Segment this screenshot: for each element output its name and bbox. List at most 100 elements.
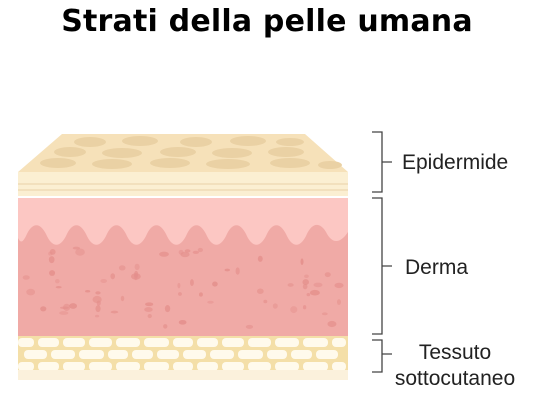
dermis-spot <box>130 273 141 280</box>
fat-cell <box>89 362 112 371</box>
dermis-spot <box>110 273 116 280</box>
label-hypodermis-line1: Tessuto <box>418 341 492 364</box>
fat-cell <box>157 350 179 359</box>
epidermis-cell <box>54 147 86 157</box>
dermis-spot <box>207 300 214 304</box>
epidermis-cell <box>212 148 252 158</box>
dermis-spot <box>145 302 154 307</box>
dermis-spot <box>304 274 309 279</box>
dermis-spot <box>324 272 331 278</box>
dermis-spot <box>49 270 56 276</box>
dermis-spot <box>177 282 181 289</box>
dermis-spot <box>144 307 153 313</box>
epidermis-cell <box>150 158 190 168</box>
dermis-spot <box>159 251 169 257</box>
fat-cell <box>332 362 346 371</box>
dermis-layer <box>18 198 348 336</box>
fat-cell <box>303 338 328 347</box>
dermis-spot <box>110 310 119 314</box>
fat-cell <box>63 338 85 347</box>
dermis-spot <box>199 292 203 297</box>
fat-cell <box>197 338 218 347</box>
dermis-spot <box>302 305 307 310</box>
dermis-spot <box>118 265 126 271</box>
epidermis-cell <box>92 159 132 169</box>
dermis-spot <box>49 249 56 255</box>
dermis-spot <box>192 250 199 254</box>
fat-cell <box>275 338 299 347</box>
epidermis-cell <box>40 158 76 168</box>
fat-cell <box>316 350 338 359</box>
dermis-spot <box>300 258 304 266</box>
fat-cell <box>132 350 153 359</box>
label-epidermis: Epidermide <box>402 151 509 174</box>
fat-cell <box>18 362 34 371</box>
dermis-spot <box>63 303 71 311</box>
epidermis-cell <box>270 158 310 168</box>
hypodermis-layer <box>18 334 348 380</box>
dermis-spot <box>22 275 30 280</box>
dermis-spot <box>92 295 102 304</box>
dermis-spot <box>178 292 182 296</box>
label-hypodermis: Tessuto sottocutaneo <box>380 340 530 392</box>
epidermis-cell <box>122 136 158 146</box>
dermis-spot <box>302 279 309 286</box>
dermis-spot <box>309 289 320 296</box>
fat-cell <box>38 338 59 347</box>
fat-cell <box>275 362 299 371</box>
epidermis-cell <box>276 138 304 146</box>
fat-cell <box>18 338 34 347</box>
dermis-spot <box>94 314 100 318</box>
fat-cell <box>173 338 193 347</box>
dermis-spot <box>180 251 190 258</box>
epidermis-cell <box>74 137 106 147</box>
dermis-spot <box>190 279 194 287</box>
dermis-spot <box>327 320 337 328</box>
fat-cell <box>248 362 271 371</box>
fat-cell <box>51 350 75 359</box>
dermis-spot <box>147 314 152 319</box>
dermis-spot <box>85 290 91 293</box>
dermis-spot <box>235 267 240 275</box>
fat-cell <box>291 350 312 359</box>
fat-cell <box>108 350 128 359</box>
dermis-spot <box>263 299 268 304</box>
fat-cell <box>79 350 104 359</box>
label-dermis: Derma <box>405 256 469 279</box>
dermis-spot <box>245 324 254 329</box>
fat-cell <box>303 362 328 371</box>
epidermis-cell <box>268 147 304 157</box>
fat-cell <box>144 362 169 371</box>
dermis-spot <box>290 306 298 314</box>
fat-cell <box>38 362 59 371</box>
dermis-spot <box>163 324 168 329</box>
fat-cell <box>63 362 85 371</box>
fat-cell <box>116 362 140 371</box>
dermis-spot <box>55 279 60 284</box>
bracket-dermis <box>372 197 392 335</box>
fat-cell <box>222 338 244 347</box>
fat-cell <box>173 362 193 371</box>
fat-cell <box>116 338 140 347</box>
dermis-spot <box>72 246 81 250</box>
fat-cell <box>183 350 206 359</box>
dermis-spot <box>224 268 231 272</box>
dermis-spot <box>306 293 311 297</box>
fat-cell <box>144 338 169 347</box>
dermis-spot <box>48 256 55 264</box>
dermis-papillae <box>18 198 348 245</box>
diagram-title: Strati della pelle umana <box>61 4 473 39</box>
dermis-spot <box>287 283 294 287</box>
epidermis-cell <box>160 147 196 157</box>
fat-cell <box>248 338 271 347</box>
dermis-spot <box>59 311 69 315</box>
dermis-spot <box>272 303 278 309</box>
dermis-spot <box>100 278 107 283</box>
hypodermis-fade <box>18 370 348 380</box>
dermis-spot <box>178 249 184 255</box>
dermis-spot <box>184 249 191 253</box>
dermis-spot <box>212 281 218 287</box>
dermis-spot <box>75 248 85 256</box>
